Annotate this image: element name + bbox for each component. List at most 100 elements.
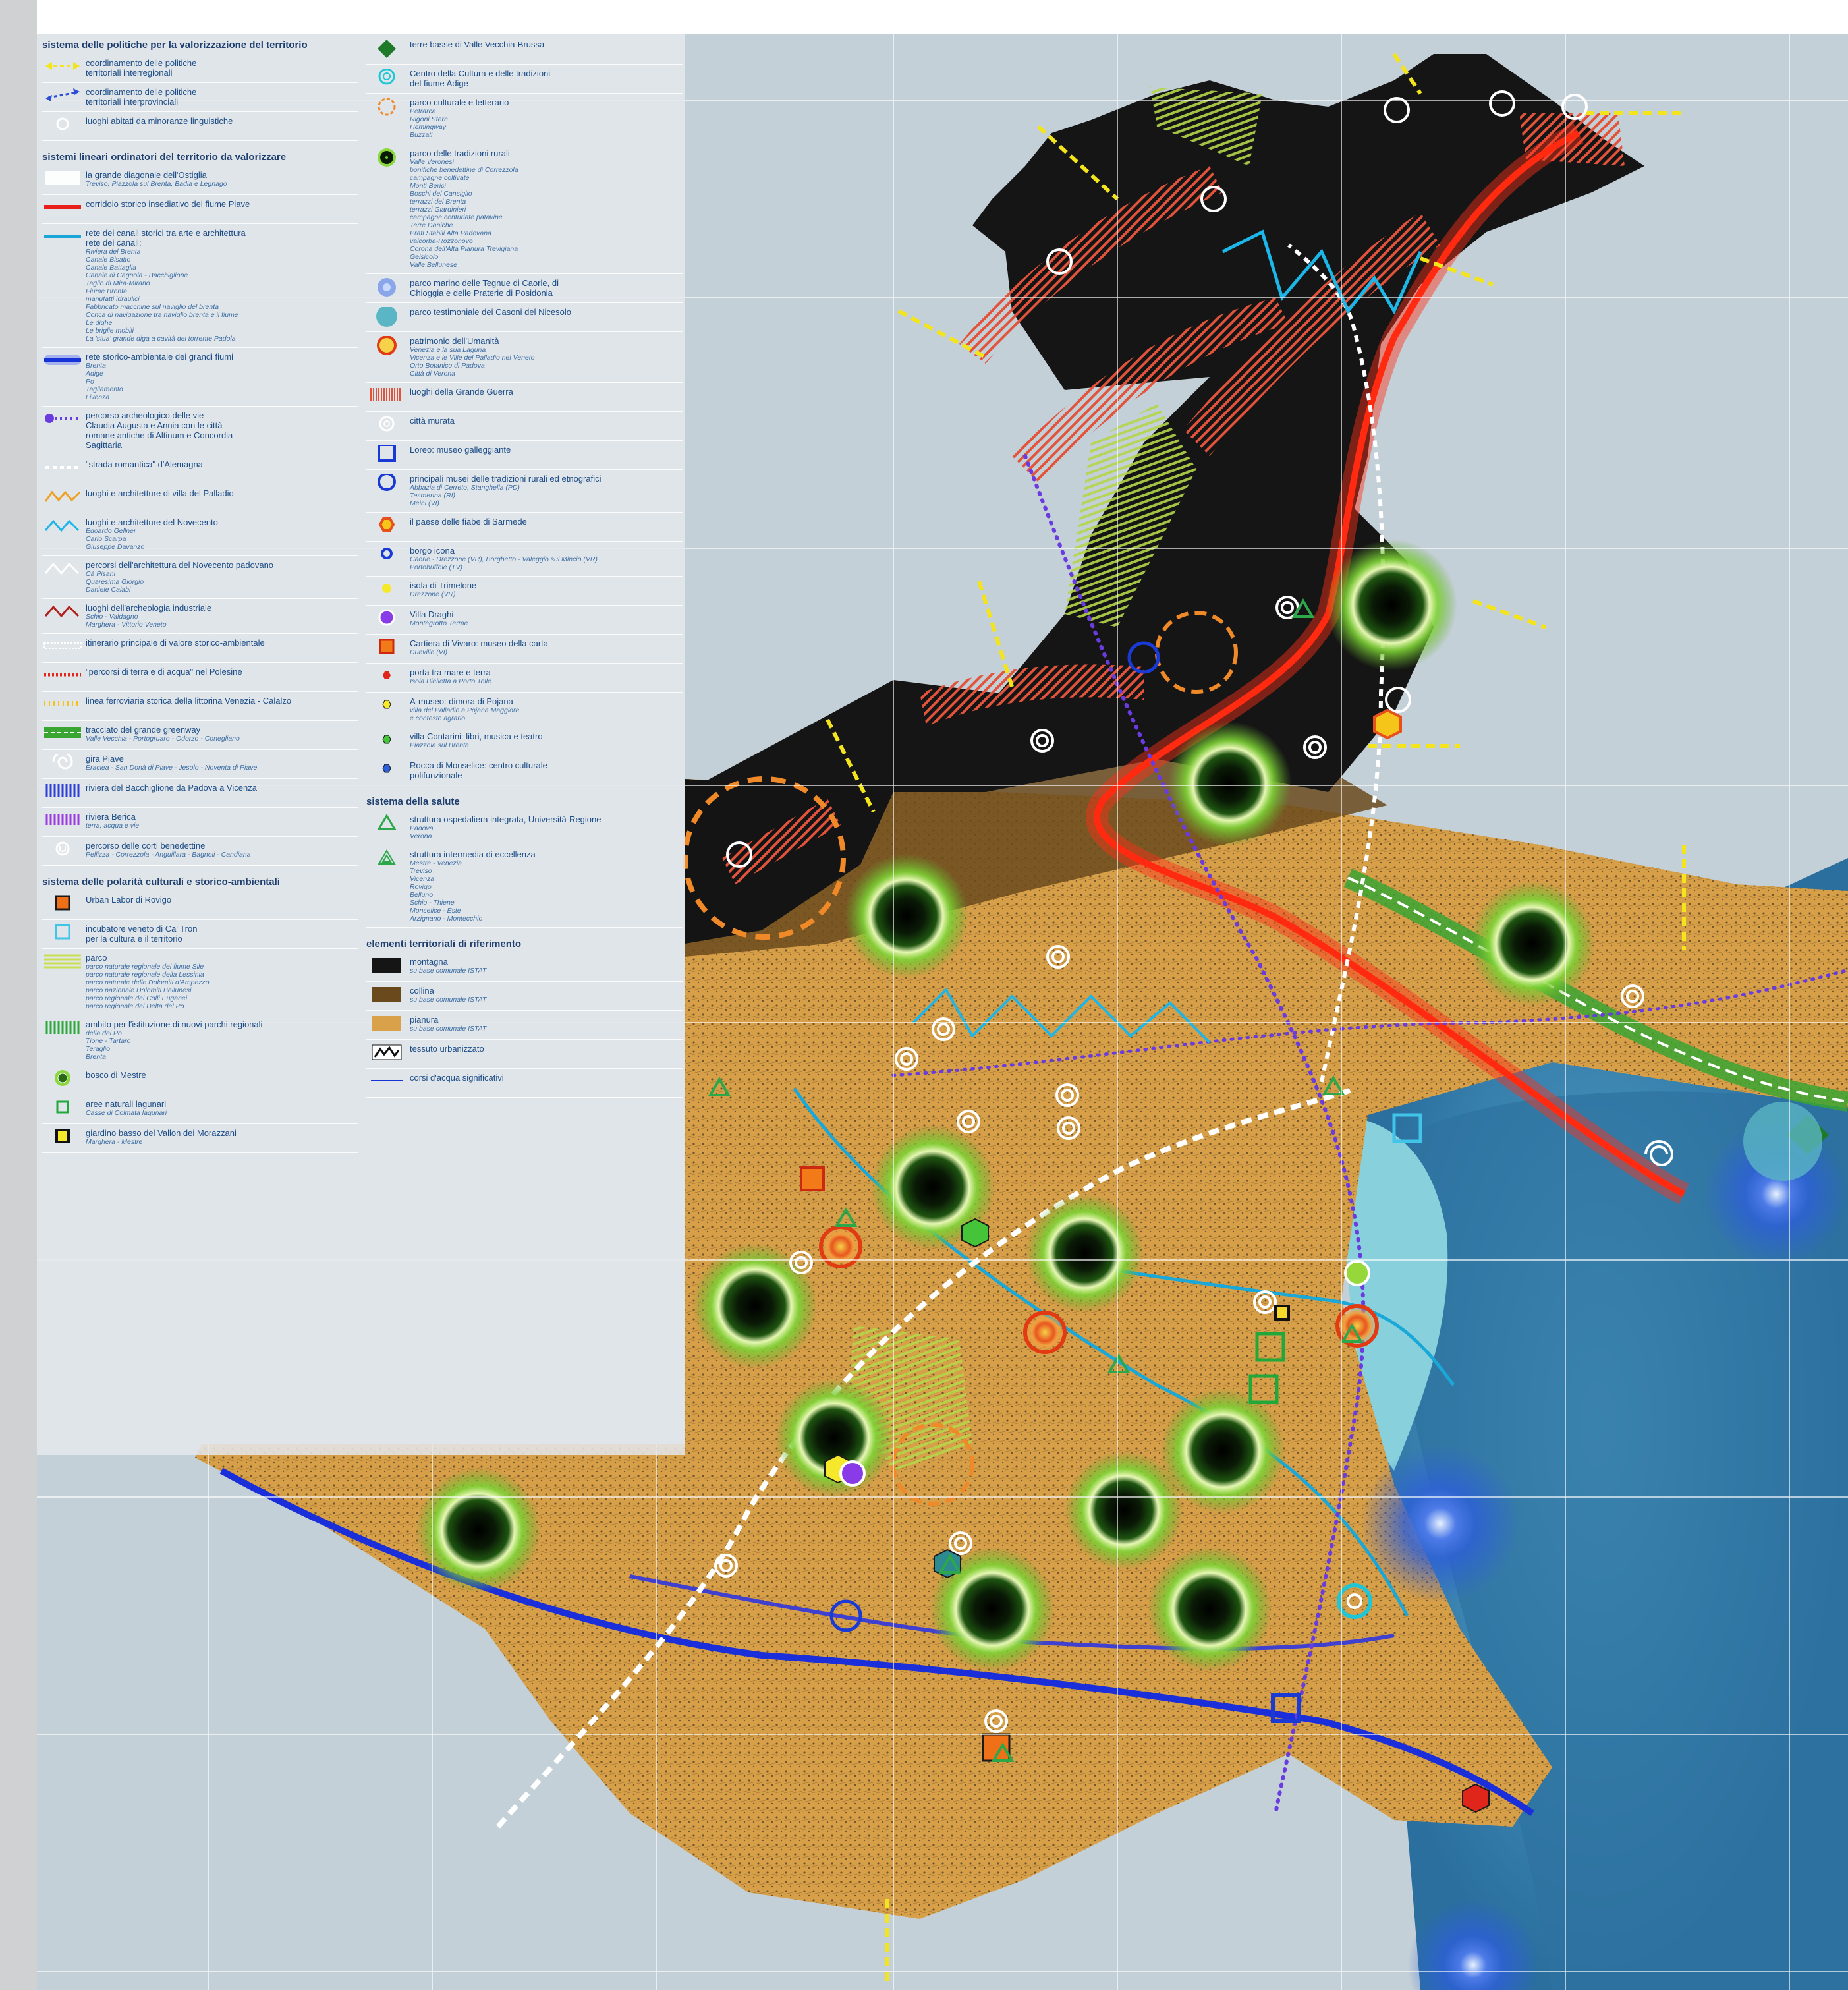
legend-label: corridoio storico insediativo del fiume …	[86, 199, 250, 209]
legend-label: montagna	[410, 957, 448, 967]
legend-divider	[366, 541, 683, 542]
legend-label: bosco di Mestre	[86, 1070, 146, 1080]
legend-label: percorsi dell'architettura del Novecento…	[86, 560, 274, 570]
blue-stripes-icon	[40, 783, 86, 803]
legend-divider	[42, 633, 358, 634]
purple-stripes-icon	[40, 812, 86, 832]
yellow-dot-icon	[364, 581, 410, 600]
legend-label: parco testimoniale dei Casoni del Niceso…	[410, 307, 571, 317]
legend-label: A-museo: dimora di Pojana	[410, 696, 513, 706]
blue-glow-line-icon	[40, 352, 86, 372]
legend-label: ambito per l'istituzione di nuovi parchi…	[86, 1019, 263, 1029]
legend-sublabel: Pellizza - Correzzola - Anguillara - Bag…	[86, 851, 251, 859]
legend-item: ambito per l'istituzione di nuovi parchi…	[40, 1019, 262, 1061]
orange-dashed-circle-icon	[364, 98, 410, 117]
blue-thin-line-icon	[364, 1073, 410, 1093]
legend-sublabel: su base comunale ISTAT	[410, 967, 487, 975]
white-spiral-icon	[40, 754, 86, 774]
legend-label: "percorsi di terra e di acqua" nel Poles…	[86, 667, 242, 677]
legend-label: struttura ospedaliera integrata, Univers…	[410, 814, 602, 824]
green-greenway-icon	[40, 725, 86, 745]
venice-lagoon-area	[1341, 1115, 1448, 1471]
legend-divider	[366, 273, 683, 274]
legend-item: coordinamento delle politiche territoria…	[40, 87, 196, 107]
blue-hexagon-small-icon	[364, 760, 410, 780]
legend-label: porta tra mare e terra	[410, 668, 491, 677]
interregional-arrows	[826, 53, 1686, 1985]
legend-sublabel: Caorle - Drezzone (VR), Borghetto - Vale…	[410, 555, 598, 571]
legend-label: incubatore veneto di Ca' Tron per la cul…	[86, 924, 198, 944]
legend-item: riviera del Bacchiglione da Padova a Vic…	[40, 783, 257, 803]
legend-label: parco marino delle Tegnue di Caorle, di …	[410, 278, 559, 298]
legend-sublabel: Piazzola sul Brenta	[410, 741, 469, 749]
legend-sublabel: Padova Verona	[410, 824, 434, 840]
legend-sublabel: parco naturale regionale del fiume Sile …	[86, 963, 210, 1010]
legend-label: linea ferroviaria storica della littorin…	[86, 696, 292, 706]
legend-item: luoghi e architetture di villa del Palla…	[40, 488, 234, 508]
legend-label: itinerario principale di valore storico-…	[86, 638, 265, 648]
legend-item: Urban Labor di Rovigo	[40, 895, 171, 915]
legend-divider	[366, 440, 683, 441]
white-double-circle-icon	[364, 416, 410, 436]
legend-sublabel: Montegrotto Terme	[410, 619, 468, 627]
legend-divider	[366, 64, 683, 65]
red-white-dotted-line-icon	[40, 667, 86, 687]
yellow-dashed-double-arrow-icon	[40, 58, 86, 78]
legend-sublabel: su base comunale ISTAT	[410, 996, 487, 1004]
legend-sublabel: Isola Bielletta a Porto Tolle	[410, 677, 491, 685]
legend-sublabel: terra, acqua e vie	[86, 822, 140, 830]
legend-label: luoghi della Grande Guerra	[410, 387, 513, 397]
green-glow-circle-icon	[40, 1070, 86, 1090]
teal-sphere-icon	[364, 307, 410, 327]
legend-divider	[366, 1039, 683, 1040]
adige-culture-center	[1337, 1583, 1372, 1619]
legend-divider	[366, 331, 683, 332]
legend-label: percorso delle corti benedettine	[86, 841, 206, 851]
legend-divider	[42, 807, 358, 808]
legend-label: tessuto urbanizzato	[410, 1044, 484, 1054]
legend-item: rete storico-ambientale dei grandi fiumi…	[40, 352, 233, 401]
green-vertical-hatch-icon	[40, 1019, 86, 1039]
legend-divider	[42, 82, 358, 83]
legend-divider	[42, 865, 358, 866]
green-triangle-double-icon	[364, 849, 410, 869]
legend-item: linea ferroviaria storica della littorin…	[40, 696, 291, 716]
legend-divider	[42, 749, 358, 750]
legend-divider	[366, 634, 683, 635]
legend-label: coordinamento delle politiche territoria…	[86, 87, 197, 107]
legend-divider	[42, 662, 358, 663]
legend-divider	[42, 948, 358, 949]
legend-sublabel: Edoardo Gellner Carlo Scarpa Giuseppe Da…	[86, 527, 145, 551]
white-diagonal-band-icon	[40, 170, 86, 190]
urban-fabric-swatch-icon	[364, 1044, 410, 1064]
legend-divider	[42, 691, 358, 692]
cyan-square-outline-icon	[40, 924, 86, 944]
legend-item: percorso archeologico delle vie Claudia …	[40, 411, 233, 450]
legend-label: villa Contarini: libri, musica e teatro	[410, 731, 543, 741]
legend-item: terre basse di Valle Vecchia-Brussa	[364, 40, 544, 59]
legend-item: Rocca di Monselice: centro culturale pol…	[364, 760, 547, 780]
orange-hexagon-icon	[364, 517, 410, 536]
legend-item: parco marino delle Tegnue di Caorle, di …	[364, 278, 559, 298]
legend-label: corsi d'acqua significativi	[410, 1073, 504, 1083]
legend-divider	[366, 512, 683, 513]
legend-divider	[42, 1152, 358, 1153]
legend-divider	[42, 347, 358, 348]
legend-label: Urban Labor di Rovigo	[86, 895, 172, 905]
white-zigzag-icon	[40, 560, 86, 580]
legend-sublabel: Cà Pisani Quaresima Giorgio Daniele Cala…	[86, 570, 144, 594]
orange-red-ring-icon	[364, 336, 410, 356]
legend-divider	[366, 93, 683, 94]
legend-sublabel: Venezia e la sua Laguna Vicenza e le Vil…	[410, 346, 535, 378]
legend-label: la grande diagonale dell'Ostiglia	[86, 170, 207, 180]
